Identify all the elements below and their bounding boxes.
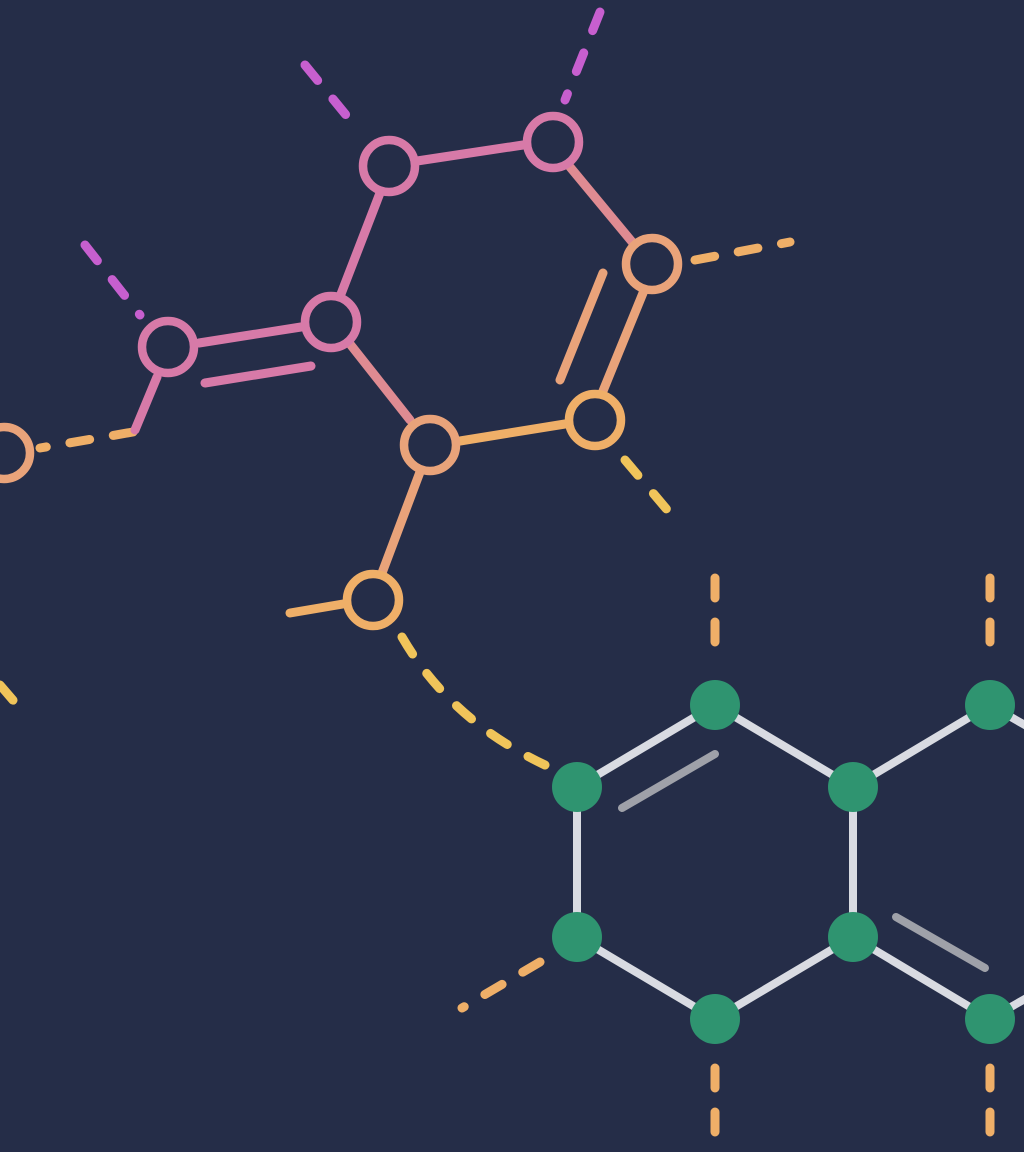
- atom-node: [690, 994, 740, 1044]
- atom-node: [828, 912, 878, 962]
- dashed-bond: [300, 60, 365, 137]
- bond: [849, 701, 994, 791]
- dashed-bond: [397, 632, 550, 770]
- bond: [573, 933, 719, 1023]
- bond: [336, 188, 385, 299]
- dashed-bonds: [457, 573, 995, 1152]
- double-bond-inner: [200, 361, 316, 388]
- dashed-bonds: [0, 7, 795, 770]
- dashed-bond: [80, 240, 145, 320]
- atom-node: [300, 291, 362, 353]
- atom-node: [690, 680, 740, 730]
- atoms: [552, 680, 1015, 1044]
- dashed-bond: [0, 680, 29, 718]
- dashed-bond: [35, 427, 138, 453]
- atom-node: [965, 994, 1015, 1044]
- molecule-outline: [0, 7, 795, 770]
- bond: [194, 322, 306, 348]
- double-bond-inner: [555, 268, 608, 385]
- solid-bonds: [130, 140, 648, 618]
- atom-node: [0, 422, 35, 484]
- bond: [345, 339, 415, 425]
- bond: [130, 372, 162, 435]
- atom-node: [342, 569, 404, 631]
- bond: [377, 467, 425, 578]
- bond: [455, 419, 570, 446]
- bond: [412, 140, 528, 166]
- bond: [598, 288, 648, 396]
- bond: [565, 162, 638, 248]
- atom-node: [137, 316, 199, 378]
- dashed-bond: [457, 957, 545, 1013]
- atom-node: [564, 389, 626, 451]
- molecule-filled: [457, 573, 1024, 1152]
- atom-node: [828, 762, 878, 812]
- double-bond-inner: [892, 913, 989, 972]
- dashed-bond: [690, 237, 795, 265]
- atom-node: [552, 762, 602, 812]
- bond: [573, 701, 719, 791]
- atom-node: [399, 414, 461, 476]
- bond: [711, 701, 857, 791]
- atom-node: [522, 111, 584, 173]
- atom-node: [358, 135, 420, 197]
- atom-node: [965, 680, 1015, 730]
- atoms: [0, 111, 683, 631]
- dashed-bond: [620, 455, 685, 530]
- atom-node: [621, 233, 683, 295]
- atom-node: [552, 912, 602, 962]
- bond: [711, 933, 857, 1023]
- double-bond-inner: [618, 750, 719, 812]
- dashed-bond: [560, 7, 605, 105]
- bond: [285, 599, 348, 618]
- bond: [849, 933, 994, 1023]
- solid-bonds: [573, 701, 1024, 1023]
